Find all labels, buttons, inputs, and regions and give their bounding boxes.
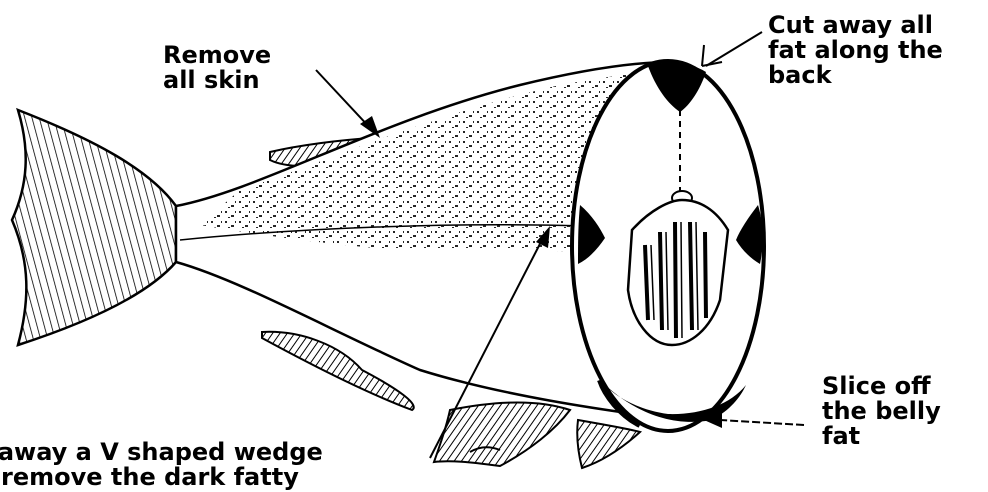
cross-section xyxy=(572,61,764,431)
back-fat-line-2: fat along the xyxy=(768,38,943,63)
rear-fin xyxy=(577,420,640,468)
remove-skin-label: Remove all skin xyxy=(163,43,271,93)
back-fat-line-1: Cut away all xyxy=(768,13,943,38)
wedge-line-1: t away a V shaped wedge xyxy=(0,440,323,465)
back-fat-label: Cut away all fat along the back xyxy=(768,13,943,88)
belly-fat-line-2: the belly xyxy=(822,399,941,424)
remove-skin-line-1: Remove xyxy=(163,43,271,68)
belly-fat-line-3: fat xyxy=(822,424,941,449)
wedge-label: t away a V shaped wedge remove the dark … xyxy=(0,440,323,490)
remove-skin-line-2: all skin xyxy=(163,68,271,93)
back-fat-line-3: back xyxy=(768,63,943,88)
belly-fat-label: Slice off the belly fat xyxy=(822,374,941,449)
tail-fin xyxy=(12,110,176,345)
belly-fat-line-1: Slice off xyxy=(822,374,941,399)
wedge-line-2: remove the dark fatty xyxy=(0,465,323,490)
